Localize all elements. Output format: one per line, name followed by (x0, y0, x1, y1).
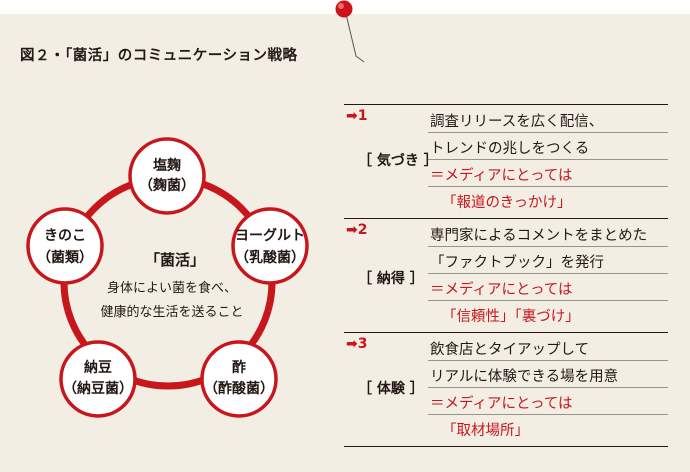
step-number: ➡2 (346, 222, 368, 238)
cycle-diagram: 塩麹 （麹菌） ヨーグルト （乳酸菌） 酢 （酢酸菌） 納豆 （納豆菌） きのこ… (26, 137, 309, 418)
figure-title: 図２・「菌活」のコミュニケーション戦略 (20, 48, 298, 64)
node-yogurt-name: ヨーグルト (235, 227, 305, 244)
node-shiokoji: 塩麹 （麹菌） (128, 137, 206, 215)
step-label: ［ 気づき ］ (358, 153, 438, 169)
step-divider (344, 332, 668, 333)
step-number: ➡3 (346, 336, 368, 352)
node-kinoko: きのこ （菌類） (26, 207, 104, 285)
line-divider (428, 360, 668, 361)
line-divider (428, 159, 668, 160)
step-divider (344, 446, 668, 447)
node-yogurt: ヨーグルト （乳酸菌） (231, 207, 309, 285)
step-line-1: 専門家によるコメントをまとめた (430, 228, 648, 244)
step-line-2: 「ファクトブック」を発行 (430, 255, 604, 271)
step-line-2: リアルに体験できる場を用意 (430, 369, 619, 385)
step-media-note: ＝メディアにとっては (430, 396, 573, 412)
line-divider (428, 186, 668, 187)
line-divider (428, 273, 668, 274)
step-label: ［ 体験 ］ (358, 381, 424, 397)
step-label: ［ 納得 ］ (358, 271, 424, 287)
line-divider (428, 300, 668, 301)
line-divider (428, 414, 668, 415)
node-kinoko-name: きのこ (44, 228, 86, 244)
step-number: ➡1 (346, 108, 368, 124)
step-media-note: ＝メディアにとっては (430, 168, 573, 184)
line-divider (428, 387, 668, 388)
center-line-1: 身体によい菌を食べ、 (107, 280, 237, 296)
red-pushpin-icon (335, 0, 365, 63)
step-result: 「報道のきっかけ」 (442, 195, 572, 211)
step-divider (344, 218, 668, 219)
step-result: 「信頼性」「裏づけ」 (442, 309, 580, 325)
step-line-1: 飲食店とタイアップして (430, 342, 590, 358)
line-divider (428, 246, 668, 247)
step-result: 「取材場所」 (442, 423, 529, 439)
node-kinoko-sub: （菌類） (37, 249, 93, 266)
center-title: 「菌活」 (145, 251, 205, 269)
node-natto-sub: （納豆菌） (63, 380, 133, 397)
node-shiokoji-sub: （麹菌） (139, 177, 195, 194)
center-line-2: 健康的な生活を送ること (100, 304, 243, 320)
node-vinegar-sub: （酢酸菌） (204, 380, 274, 397)
node-natto: 納豆 （納豆菌） (59, 340, 137, 418)
node-vinegar: 酢 （酢酸菌） (200, 340, 278, 418)
steps-list: ➡1 ［ 気づき ］ 調査リリースを広く配信、 トレンドの兆しをつくる ＝メディ… (344, 104, 668, 456)
step-media-note: ＝メディアにとっては (430, 282, 573, 298)
node-shiokoji-name: 塩麹 (153, 157, 181, 174)
node-yogurt-sub: （乳酸菌） (235, 249, 305, 266)
node-vinegar-name: 酢 (232, 359, 246, 376)
line-divider (428, 132, 668, 133)
step-line-1: 調査リリースを広く配信、 (430, 114, 604, 130)
step-line-2: トレンドの兆しをつくる (430, 141, 590, 157)
step-divider (344, 104, 668, 105)
node-natto-name: 納豆 (84, 359, 112, 376)
